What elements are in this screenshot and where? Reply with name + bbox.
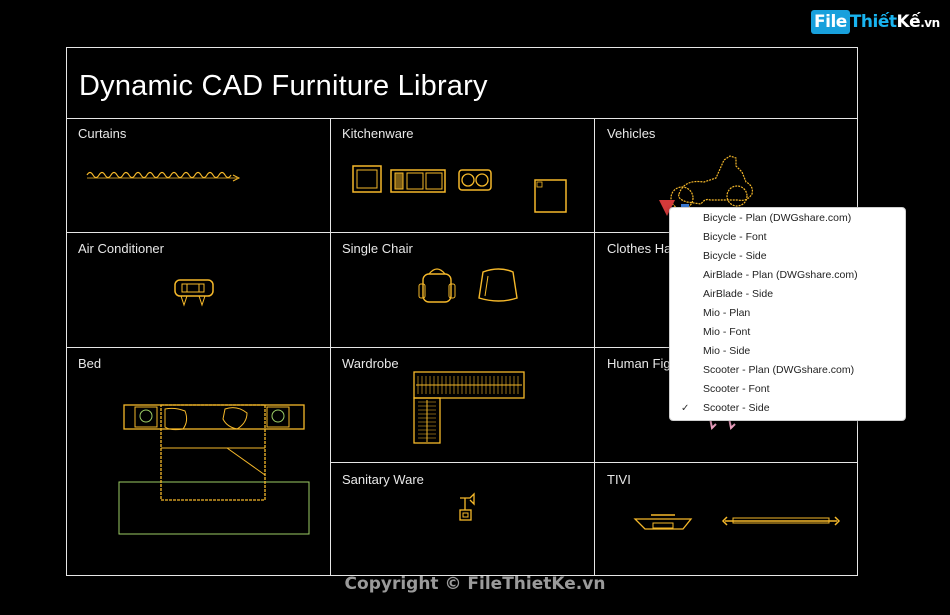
cad-drawing-frame: Dynamic CAD Furniture Library Curtains K… [66,47,858,576]
menu-item-bicycle-font[interactable]: Bicycle - Font [670,228,905,247]
copyright-watermark: Copyright © FileThietKe.vn [344,574,606,594]
menu-item-label: Mio - Plan [703,307,751,319]
menu-item-mio-font[interactable]: Mio - Font [670,323,905,342]
cell-label-wardrobe: Wardrobe [342,356,399,371]
menu-item-scooter-side[interactable]: ✓ Scooter - Side [670,399,905,418]
menu-item-label: Scooter - Font [703,383,770,395]
menu-item-label: AirBlade - Plan (DWGshare.com) [703,269,858,281]
menu-item-bicycle-plan[interactable]: Bicycle - Plan (DWGshare.com) [670,209,905,228]
menu-item-label: Scooter - Plan (DWGshare.com) [703,364,855,376]
cell-label-vehicles: Vehicles [607,126,656,141]
cell-label-air-conditioner: Air Conditioner [78,241,164,256]
cell-label-tivi: TIVI [607,472,631,487]
menu-item-scooter-font[interactable]: Scooter - Font [670,380,905,399]
title-row: Dynamic CAD Furniture Library [67,48,857,119]
curtain-block[interactable] [85,168,245,182]
bed-block[interactable] [117,403,312,538]
grid-divider [330,118,331,575]
tivi-blocks[interactable] [633,511,843,535]
kitchenware-blocks[interactable] [351,164,571,216]
menu-item-label: Scooter - Side [703,402,770,414]
menu-item-label: Mio - Side [703,345,751,357]
menu-item-label: Mio - Font [703,326,751,338]
wardrobe-block[interactable] [412,370,527,445]
visibility-states-menu[interactable]: Bicycle - Plan (DWGshare.com) Bicycle - … [669,207,906,421]
menu-item-scooter-plan[interactable]: Scooter - Plan (DWGshare.com) [670,361,905,380]
menu-item-airblade-side[interactable]: AirBlade - Side [670,285,905,304]
air-conditioner-block[interactable] [173,278,217,308]
cell-label-sanitary-ware: Sanitary Ware [342,472,424,487]
logo-ke: Kế [896,12,921,32]
cell-label-kitchenware: Kitchenware [342,126,414,141]
page-title: Dynamic CAD Furniture Library [79,70,488,102]
menu-item-label: Bicycle - Side [703,250,767,262]
menu-item-airblade-plan[interactable]: AirBlade - Plan (DWGshare.com) [670,266,905,285]
cell-label-curtains: Curtains [78,126,127,141]
menu-item-mio-side[interactable]: Mio - Side [670,342,905,361]
logo-thiet: Thiết [849,12,897,32]
menu-item-bicycle-side[interactable]: Bicycle - Side [670,247,905,266]
cell-label-clothes-hanger: Clothes Han [607,241,679,256]
logo-file: File [811,10,850,34]
logo-suffix: .vn [920,16,940,30]
cell-label-single-chair: Single Chair [342,241,413,256]
menu-item-label: AirBlade - Side [703,288,774,300]
grid-divider [330,462,857,463]
grid-divider [594,118,595,575]
menu-item-label: Bicycle - Plan (DWGshare.com) [703,212,852,224]
menu-item-mio-plan[interactable]: Mio - Plan [670,304,905,323]
checkmark-icon: ✓ [681,403,690,414]
cell-label-human-figure: Human Figu [607,356,678,371]
grid-divider [67,347,857,348]
grid-divider [67,232,857,233]
human-figure-block[interactable] [707,416,737,434]
single-chair-blocks[interactable] [418,268,519,308]
menu-item-label: Bicycle - Font [703,231,767,243]
cell-label-bed: Bed [78,356,102,371]
sanitary-ware-block[interactable] [456,492,478,522]
